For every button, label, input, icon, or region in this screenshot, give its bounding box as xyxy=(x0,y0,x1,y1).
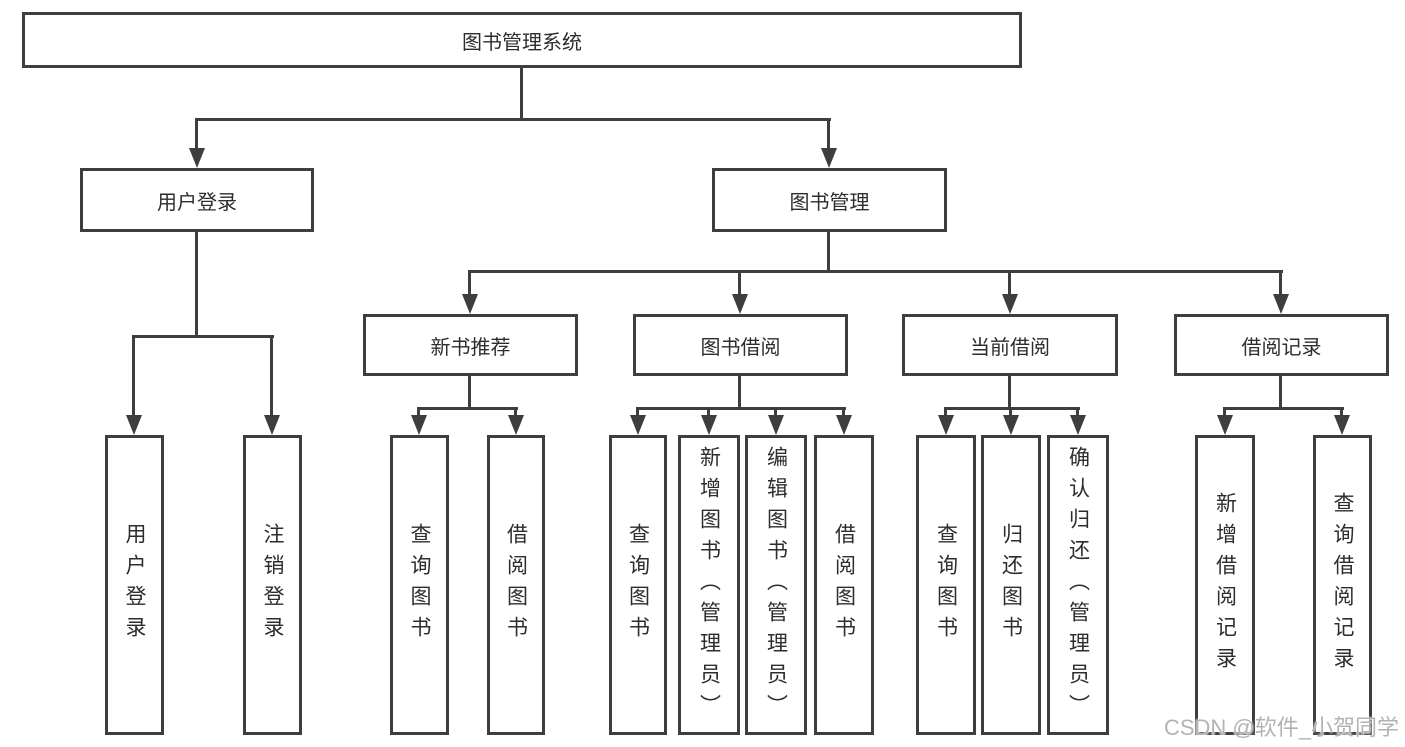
connector-drop-borrow-edit xyxy=(774,407,777,419)
connector-drop-book-management xyxy=(827,118,830,152)
leaf-current-return-books: 归还图书 xyxy=(981,435,1041,735)
leaf-user-login-label: 用户登录 xyxy=(123,523,147,647)
arrowhead-book-borrow-icon xyxy=(732,294,748,314)
node-book-borrow: 图书借阅 xyxy=(633,314,848,376)
connector-drop-borrow-add xyxy=(707,407,710,419)
connector-drop-current-query xyxy=(944,407,947,419)
leaf-borrow-add-books-label: 新增图书（管理员） xyxy=(697,445,721,725)
leaf-borrow-edit-books: 编辑图书（管理员） xyxy=(745,435,807,735)
connector-root-bus xyxy=(196,118,831,121)
connector-drop-current-return xyxy=(1009,407,1012,419)
leaf-newrec-query-books: 查询图书 xyxy=(390,435,449,735)
node-borrow-records: 借阅记录 xyxy=(1174,314,1389,376)
node-book-borrow-label: 图书借阅 xyxy=(700,336,781,359)
arrowhead-borrow-query-icon xyxy=(630,415,646,435)
leaf-records-query-record: 查询借阅记录 xyxy=(1313,435,1372,735)
leaf-current-query-books: 查询图书 xyxy=(916,435,976,735)
leaf-current-query-books-label: 查询图书 xyxy=(934,523,958,647)
connector-borrow-records-stub xyxy=(1279,376,1282,407)
leaf-borrow-borrow-books-label: 借阅图书 xyxy=(832,523,856,647)
node-book-management: 图书管理 xyxy=(712,168,947,232)
node-root: 图书管理系统 xyxy=(22,12,1022,68)
node-borrow-records-label: 借阅记录 xyxy=(1241,336,1322,359)
connector-drop-records-query xyxy=(1340,407,1343,419)
connector-drop-book-borrow xyxy=(738,270,741,298)
connector-drop-newrec-query xyxy=(417,407,420,419)
node-book-management-label: 图书管理 xyxy=(789,191,870,214)
arrowhead-book-management-icon xyxy=(821,148,837,168)
leaf-borrow-edit-books-label: 编辑图书（管理员） xyxy=(764,445,788,725)
node-new-book-recommend: 新书推荐 xyxy=(363,314,578,376)
node-new-book-recommend-label: 新书推荐 xyxy=(430,336,511,359)
node-root-label: 图书管理系统 xyxy=(462,31,582,54)
arrowhead-user-login-icon xyxy=(189,148,205,168)
connector-new-book-recommend-bus xyxy=(417,407,518,410)
connector-book-management-stub xyxy=(827,232,830,270)
leaf-records-add-record: 新增借阅记录 xyxy=(1195,435,1255,735)
leaf-borrow-query-books-label: 查询图书 xyxy=(626,523,650,647)
connector-drop-borrow-records xyxy=(1279,270,1282,298)
leaf-records-add-record-label: 新增借阅记录 xyxy=(1213,492,1237,678)
arrowhead-borrow-records-icon xyxy=(1273,294,1289,314)
connector-drop-leaf-logout xyxy=(270,335,273,419)
arrowhead-current-query-icon xyxy=(938,415,954,435)
arrowhead-newrec-borrow-icon xyxy=(508,415,524,435)
connector-book-management-bus xyxy=(468,270,1283,273)
arrowhead-leaf-logout-icon xyxy=(264,415,280,435)
node-user-login-label: 用户登录 xyxy=(157,191,237,214)
connector-current-borrow-bus xyxy=(944,407,1080,410)
connector-drop-newrec-borrow xyxy=(514,407,517,419)
connector-borrow-records-bus xyxy=(1223,407,1344,410)
node-current-borrow: 当前借阅 xyxy=(902,314,1118,376)
leaf-newrec-borrow-books-label: 借阅图书 xyxy=(504,523,528,647)
arrowhead-newrec-query-icon xyxy=(411,415,427,435)
arrowhead-records-query-icon xyxy=(1334,415,1350,435)
arrowhead-borrow-add-icon xyxy=(701,415,717,435)
leaf-current-confirm-return-label: 确认归还（管理员） xyxy=(1066,445,1090,725)
leaf-newrec-borrow-books: 借阅图书 xyxy=(487,435,545,735)
leaf-borrow-borrow-books: 借阅图书 xyxy=(814,435,874,735)
connector-root-stub xyxy=(520,68,523,118)
arrowhead-current-confirm-icon xyxy=(1070,415,1086,435)
connector-user-login-stub xyxy=(195,232,198,335)
connector-drop-borrow-borrow xyxy=(842,407,845,419)
connector-user-login-bus xyxy=(132,335,274,338)
connector-drop-current-confirm xyxy=(1076,407,1079,419)
leaf-borrow-query-books: 查询图书 xyxy=(609,435,667,735)
arrowhead-records-add-icon xyxy=(1217,415,1233,435)
connector-drop-leaf-user-login xyxy=(132,335,135,419)
leaf-user-login: 用户登录 xyxy=(105,435,164,735)
connector-book-borrow-bus xyxy=(636,407,846,410)
arrowhead-new-book-recommend-icon xyxy=(462,294,478,314)
leaf-borrow-add-books: 新增图书（管理员） xyxy=(678,435,740,735)
connector-drop-borrow-query xyxy=(636,407,639,419)
node-current-borrow-label: 当前借阅 xyxy=(970,336,1050,359)
arrowhead-borrow-edit-icon xyxy=(768,415,784,435)
leaf-logout: 注销登录 xyxy=(243,435,302,735)
arrowhead-leaf-user-login-icon xyxy=(126,415,142,435)
connector-drop-new-book-recommend xyxy=(468,270,471,298)
node-user-login: 用户登录 xyxy=(80,168,314,232)
leaf-newrec-query-books-label: 查询图书 xyxy=(408,523,432,647)
connector-drop-records-add xyxy=(1223,407,1226,419)
leaf-logout-label: 注销登录 xyxy=(261,523,285,647)
leaf-current-confirm-return: 确认归还（管理员） xyxy=(1047,435,1109,735)
leaf-current-return-books-label: 归还图书 xyxy=(999,523,1023,647)
connector-book-borrow-stub xyxy=(738,376,741,407)
connector-current-borrow-stub xyxy=(1008,376,1011,407)
connector-drop-current-borrow xyxy=(1008,270,1011,298)
arrowhead-current-borrow-icon xyxy=(1002,294,1018,314)
csdn-watermark: CSDN @软件_小贺同学 xyxy=(1163,715,1399,740)
arrowhead-current-return-icon xyxy=(1003,415,1019,435)
connector-new-book-recommend-stub xyxy=(468,376,471,407)
arrowhead-borrow-borrow-icon xyxy=(836,415,852,435)
leaf-records-query-record-label: 查询借阅记录 xyxy=(1331,492,1355,678)
connector-drop-user-login xyxy=(195,118,198,152)
